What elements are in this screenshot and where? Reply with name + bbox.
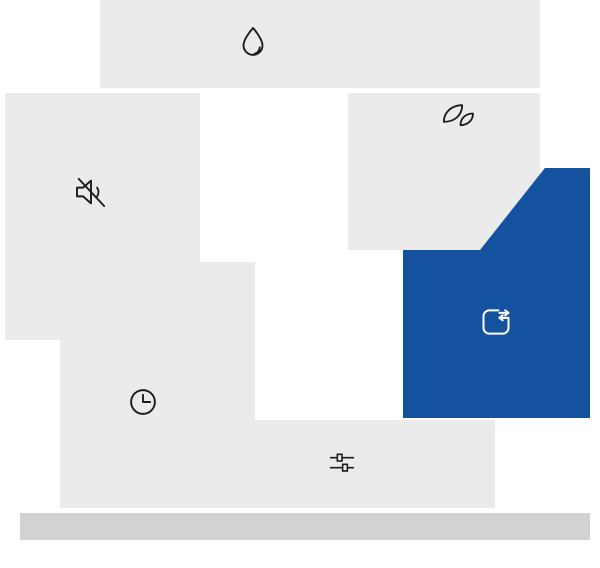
speaker-muted-icon [70, 171, 112, 213]
clock-icon [124, 383, 162, 421]
tile-water[interactable] [100, 0, 540, 88]
leaves-icon [436, 96, 480, 136]
faucet-sync-icon [476, 302, 516, 342]
tile-water-connect[interactable] [403, 250, 590, 418]
bottom-bar [20, 513, 590, 540]
sliders-icon [325, 447, 359, 479]
water-drop-icon [234, 24, 272, 62]
tile-settings[interactable] [200, 420, 495, 508]
